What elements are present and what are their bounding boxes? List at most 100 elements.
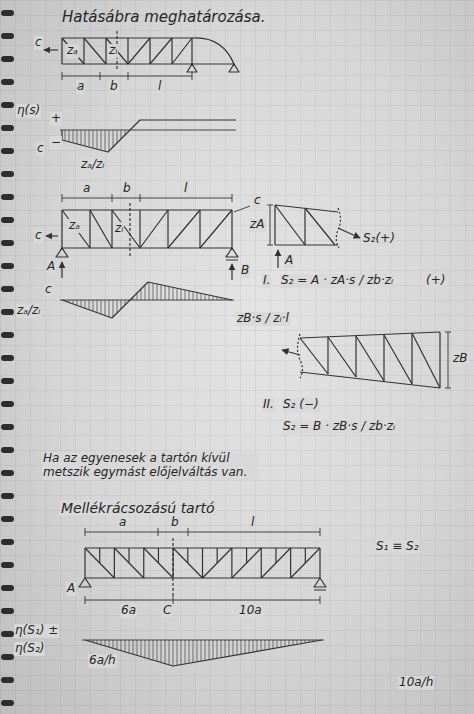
influence-line-3-part	[85, 640, 322, 666]
influence-line-2-part	[60, 300, 234, 301]
truss-member	[158, 548, 159, 563]
truss-2-part	[62, 210, 232, 248]
section-2-part	[282, 350, 300, 355]
truss-member	[319, 548, 320, 578]
handwritten-label: I.	[262, 274, 271, 288]
binding-hole	[1, 286, 14, 292]
handwritten-label: c	[253, 194, 262, 208]
handwritten-label: −	[50, 136, 62, 150]
truss-member	[261, 548, 262, 578]
page-title: Hatásábra meghatározása.	[62, 8, 266, 26]
truss-member	[187, 548, 188, 563]
influence-line-3-part	[85, 640, 322, 666]
truss-1	[44, 31, 239, 80]
binding-hole	[1, 447, 14, 453]
influence-line-2-part	[62, 282, 232, 318]
truss-member	[217, 548, 218, 563]
truss-1-part	[44, 49, 58, 50]
truss-member	[231, 548, 232, 578]
handwritten-label: Mellékrácsozású tartó	[60, 500, 216, 516]
truss-1-part	[187, 64, 239, 72]
handwritten-label: zB·s / zᵢ·l	[236, 312, 290, 326]
binding-hole	[1, 240, 14, 246]
binding-hole	[1, 378, 14, 384]
handwritten-label: zₐ/zᵢ	[80, 158, 105, 172]
section-1-part	[338, 228, 360, 238]
binding-hole	[1, 171, 14, 177]
truss-member	[99, 548, 100, 563]
handwritten-label: S₂ (−)	[282, 398, 320, 412]
truss-member	[291, 548, 320, 578]
binding-hole	[1, 401, 14, 407]
truss-2-part	[231, 264, 232, 280]
handwritten-label: η(s)	[16, 104, 41, 118]
section-1-part	[275, 205, 335, 245]
truss-member	[232, 548, 261, 578]
handwritten-label: 10a/h	[398, 676, 434, 690]
truss-member	[128, 548, 129, 563]
handwritten-label: 6a	[120, 604, 137, 618]
binding-hole	[1, 470, 14, 476]
truss-member	[173, 548, 202, 578]
handwritten-label: S₂ = A · zA·s / zb·zᵢ	[280, 274, 394, 288]
truss-1-part	[62, 38, 192, 64]
influence-line-2	[60, 282, 234, 318]
truss-member	[305, 548, 306, 563]
handwritten-label: l	[250, 516, 255, 530]
handwritten-label: a	[76, 80, 85, 94]
graph-paper-part	[1, 10, 14, 706]
handwritten-label: C	[162, 604, 172, 618]
truss-member	[290, 548, 291, 578]
handwritten-label: c	[44, 283, 53, 297]
handwritten-label: b	[170, 516, 180, 530]
truss-member	[114, 548, 143, 578]
influence-line-1-part	[60, 130, 236, 131]
handwritten-label: A	[284, 254, 294, 268]
truss-member	[143, 548, 144, 578]
binding-hole	[1, 194, 14, 200]
section-2	[282, 332, 451, 388]
truss-2-part	[129, 203, 130, 258]
binding-hole	[1, 585, 14, 591]
handwritten-label: S₂ = B · zB·s / zb·zᵢ	[282, 420, 396, 434]
truss-1-part	[62, 72, 192, 80]
binding-hole	[1, 539, 14, 545]
truss-3-marks-part	[79, 578, 326, 590]
influence-line-3-part	[82, 640, 324, 641]
truss-member	[144, 548, 173, 578]
truss-2-part	[61, 262, 62, 278]
handwritten-label: a	[82, 182, 91, 196]
influence-line-1	[60, 120, 236, 152]
binding-hole	[1, 217, 14, 223]
binding-hole	[1, 263, 14, 269]
handwritten-label: b	[109, 80, 119, 94]
truss-2-part	[62, 210, 232, 248]
binding-hole	[1, 148, 14, 154]
binding-hole	[1, 10, 14, 16]
handwritten-label: η(S₂)	[14, 642, 45, 656]
truss-member	[114, 548, 115, 578]
handwritten-label: b	[122, 182, 132, 196]
handwritten-label: 6a/h	[88, 654, 117, 668]
truss-member	[203, 548, 232, 578]
truss-2-part	[234, 206, 250, 212]
handwritten-label: zₐ	[66, 44, 79, 58]
influence-line-3	[82, 640, 324, 666]
binding-hole	[1, 309, 14, 315]
handwritten-label: zᵢ	[108, 44, 118, 58]
handwritten-label: II.	[262, 398, 275, 412]
truss-member	[84, 548, 85, 578]
truss-member	[275, 548, 276, 563]
truss-1-part	[62, 38, 192, 64]
section-2-part	[445, 332, 451, 388]
handwritten-label: A	[66, 582, 76, 596]
binding-hole	[1, 608, 14, 614]
section-2-part	[300, 332, 440, 388]
binding-hole	[1, 56, 14, 62]
handwritten-label: 10a	[238, 604, 263, 618]
truss-2-part	[46, 235, 58, 236]
handwritten-label: a	[118, 516, 127, 530]
binding-hole	[1, 424, 14, 430]
section-1-part	[275, 205, 338, 245]
